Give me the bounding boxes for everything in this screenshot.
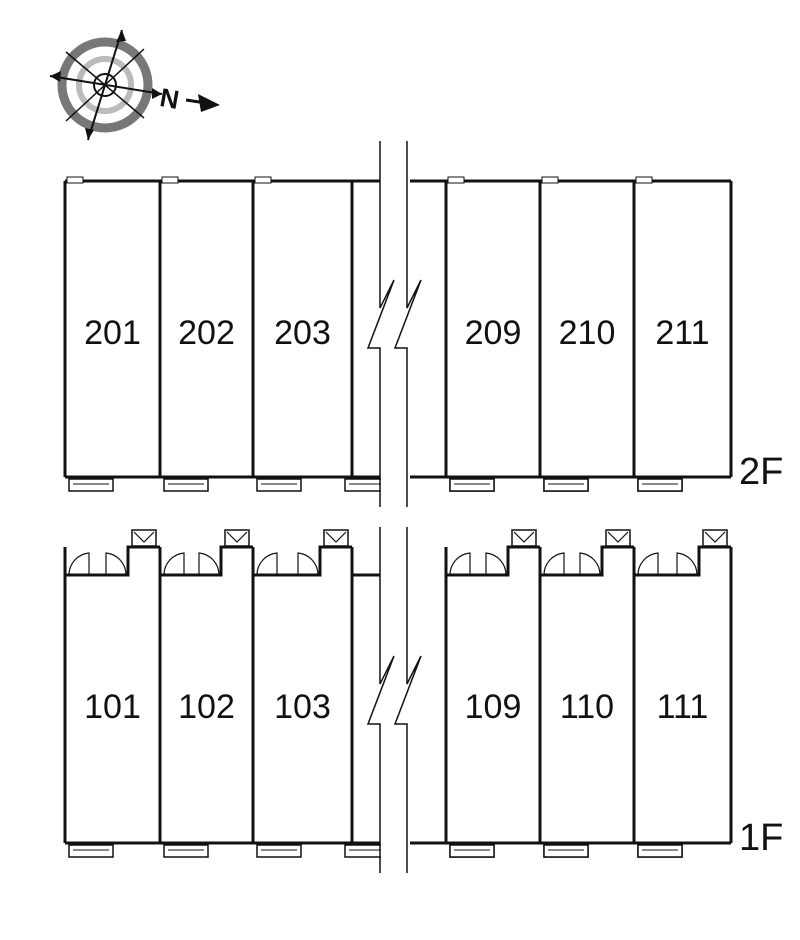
room-number: 110 — [560, 688, 614, 726]
room-number: 203 — [274, 314, 331, 352]
balcony-fixture — [68, 478, 114, 492]
break-line-right — [393, 527, 422, 873]
meter-box — [224, 529, 250, 547]
room-number: 102 — [178, 688, 235, 726]
meter-box — [323, 529, 349, 547]
balcony-fixture — [163, 478, 209, 492]
floor-2f: 201 202 203 209 210 211 2F — [63, 141, 783, 507]
door-swing — [449, 552, 471, 576]
floor-1f: 101 102 103 109 110 111 1F — [63, 527, 783, 873]
door-swing — [485, 552, 507, 576]
north-label: N — [158, 82, 182, 115]
entrance-wall — [634, 545, 731, 577]
entrance-wall — [65, 545, 160, 577]
window — [447, 176, 465, 184]
room-number: 201 — [84, 314, 141, 352]
door-swing — [256, 552, 278, 576]
door-swing — [637, 552, 659, 576]
room-number: 101 — [84, 688, 141, 726]
door-swing — [163, 552, 185, 576]
entrance-wall — [446, 545, 540, 577]
window — [541, 176, 559, 184]
entrance-wall — [253, 545, 352, 577]
room-number: 111 — [657, 688, 709, 726]
entrance-wall — [160, 545, 253, 577]
door-swing — [543, 552, 565, 576]
floor-label: 2F — [739, 451, 783, 493]
room-number: 109 — [465, 688, 522, 726]
meter-box — [511, 529, 537, 547]
balcony-fixture — [256, 478, 302, 492]
room-number: 202 — [178, 314, 235, 352]
window — [254, 176, 272, 184]
break-gap — [381, 527, 407, 863]
compass: N — [49, 29, 220, 141]
window — [66, 176, 84, 184]
meter-box — [605, 529, 631, 547]
compass-rose-icon — [49, 29, 163, 141]
break-gap — [381, 141, 407, 499]
break-line-left — [366, 527, 395, 873]
meter-box — [702, 529, 728, 547]
north-arrow-icon — [185, 94, 220, 112]
break-line-left — [366, 141, 395, 507]
meter-box — [131, 529, 157, 547]
room-number: 211 — [655, 314, 709, 352]
break-line-right — [393, 141, 422, 507]
room-number: 103 — [274, 688, 331, 726]
balcony-fixture — [256, 844, 302, 858]
floor-label: 1F — [739, 817, 783, 859]
door-swing — [297, 552, 319, 576]
entrance-wall — [540, 545, 634, 577]
window — [635, 176, 653, 184]
balcony-fixture — [163, 844, 209, 858]
door-swing — [579, 552, 601, 576]
door-swing — [198, 552, 220, 576]
door-swing — [105, 552, 127, 576]
room-number: 210 — [559, 314, 616, 352]
door-swing — [68, 552, 90, 576]
balcony-fixture — [68, 844, 114, 858]
window — [161, 176, 179, 184]
door-swing — [676, 552, 698, 576]
room-number: 209 — [465, 314, 522, 352]
